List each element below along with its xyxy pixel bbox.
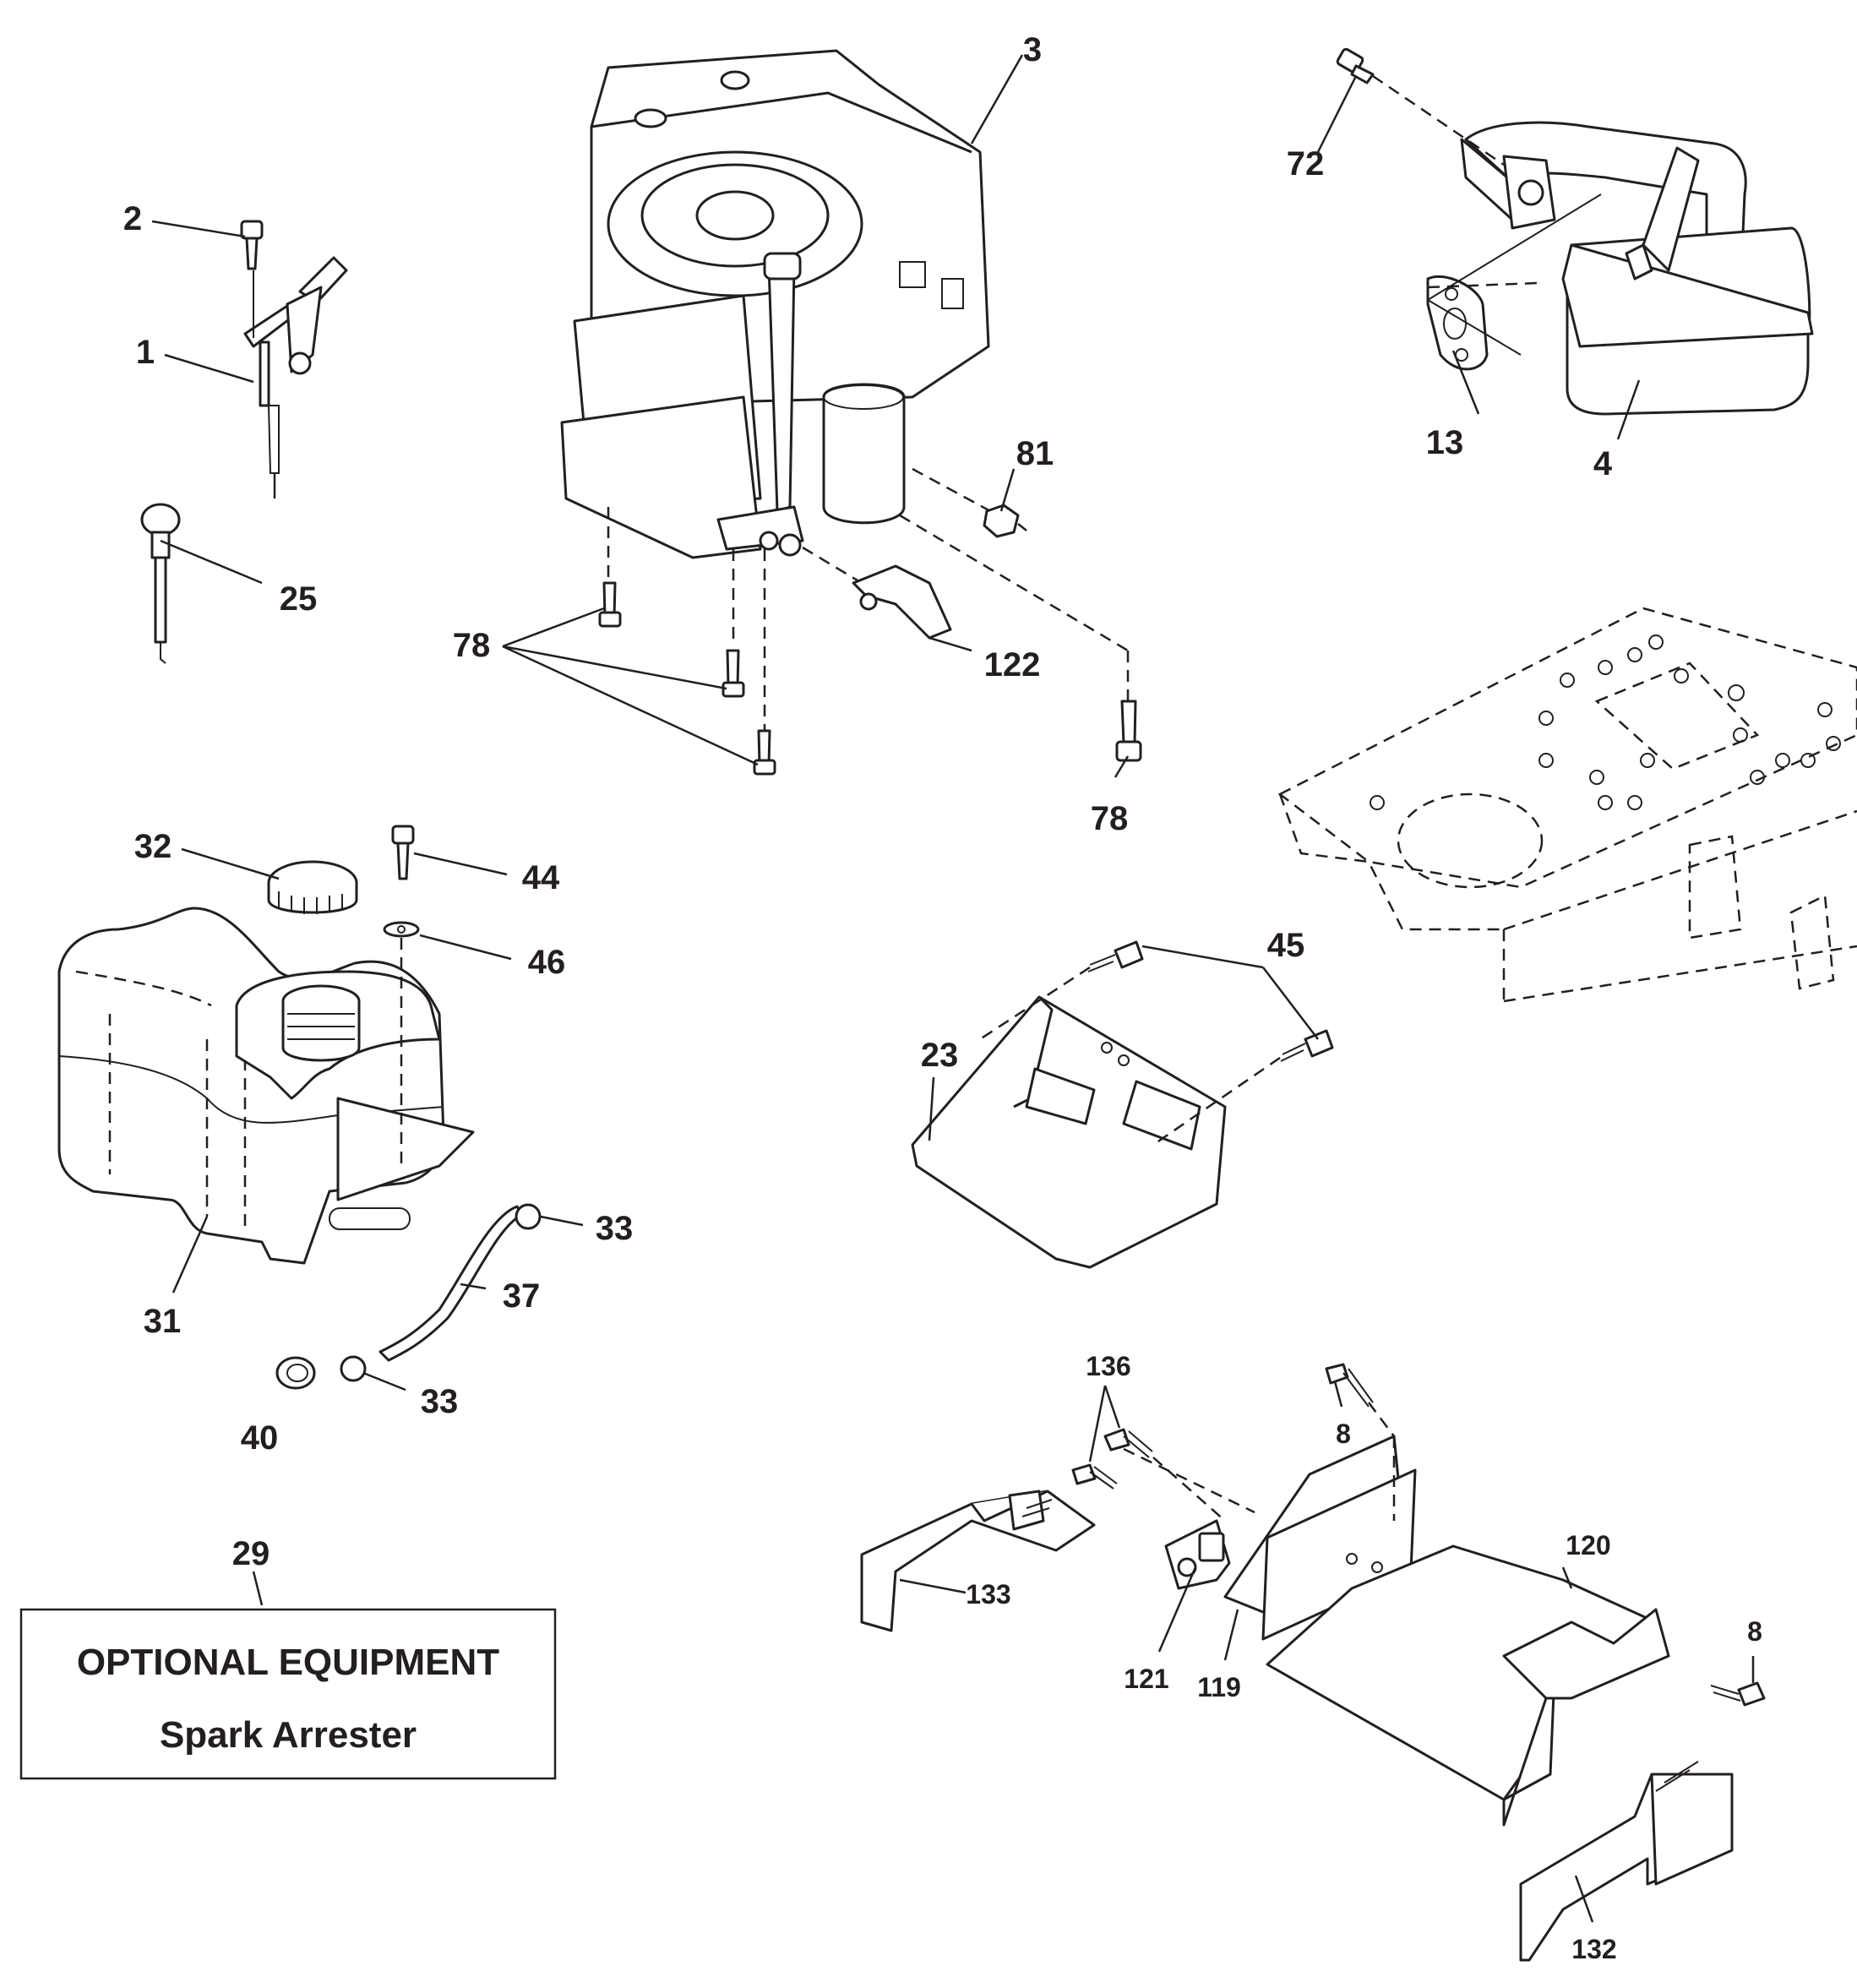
callout-78-left: 78	[453, 627, 491, 664]
throttle-control-part	[243, 256, 348, 498]
bracket-bolt-part	[1071, 1363, 1766, 1707]
callout-40: 40	[241, 1419, 279, 1457]
callout-8-right: 8	[1747, 1616, 1762, 1647]
housing-part	[1223, 1435, 1670, 1827]
muffler-part	[1460, 121, 1814, 416]
callout-31: 31	[144, 1303, 182, 1340]
tank-screw-part	[383, 825, 420, 938]
callout-133: 133	[966, 1579, 1010, 1609]
callout-8-top: 8	[1336, 1419, 1351, 1449]
engine-part	[560, 49, 990, 559]
callout-120: 120	[1566, 1530, 1610, 1560]
muffler-bolt-part	[1336, 47, 1375, 84]
callout-119: 119	[1197, 1672, 1241, 1702]
callout-81: 81	[1016, 435, 1054, 472]
right-bracket-part	[1519, 1761, 1734, 1962]
nut-part	[983, 504, 1027, 538]
heat-shield-part	[852, 564, 952, 640]
callout-4: 4	[1593, 445, 1613, 482]
callout-33-top: 33	[596, 1210, 634, 1247]
callout-37: 37	[503, 1277, 541, 1315]
bolt-part	[598, 581, 1142, 776]
callout-23: 23	[921, 1037, 959, 1074]
callout-33-bottom: 33	[421, 1383, 459, 1420]
left-bracket-part	[860, 1490, 1096, 1632]
callout-44: 44	[522, 859, 560, 896]
fuel-cap-part	[267, 860, 358, 914]
frame-plate-part	[1277, 607, 1857, 1003]
choke-knob-part	[140, 503, 181, 664]
optional-equipment-item: Spark Arrester	[160, 1714, 417, 1756]
switch-part	[1164, 1519, 1231, 1590]
callout-25: 25	[280, 580, 318, 618]
callout-78-right: 78	[1091, 800, 1129, 837]
optional-equipment-box: OPTIONAL EQUIPMENT Spark Arrester	[19, 1608, 557, 1780]
skid-plate-part	[911, 995, 1227, 1269]
callout-122: 122	[984, 646, 1041, 684]
callout-72: 72	[1287, 145, 1325, 182]
callout-1: 1	[136, 334, 155, 371]
leader-lines	[151, 54, 1755, 1923]
callout-2: 2	[123, 200, 142, 237]
callout-3: 3	[1023, 31, 1042, 68]
gasket-part	[1426, 275, 1489, 371]
callout-121: 121	[1124, 1664, 1168, 1694]
callout-132: 132	[1571, 1934, 1616, 1964]
fuel-tank-part	[57, 907, 475, 1265]
screw-part	[240, 220, 264, 270]
skid-bolt-part	[1087, 940, 1334, 1062]
optional-equipment-title: OPTIONAL EQUIPMENT	[77, 1642, 499, 1683]
callout-29: 29	[232, 1535, 270, 1572]
callout-32: 32	[134, 828, 172, 865]
callout-45: 45	[1267, 927, 1305, 964]
callout-46: 46	[528, 944, 566, 981]
callout-13: 13	[1426, 424, 1464, 461]
fuel-line-part	[275, 1203, 542, 1390]
callout-136: 136	[1086, 1351, 1130, 1381]
